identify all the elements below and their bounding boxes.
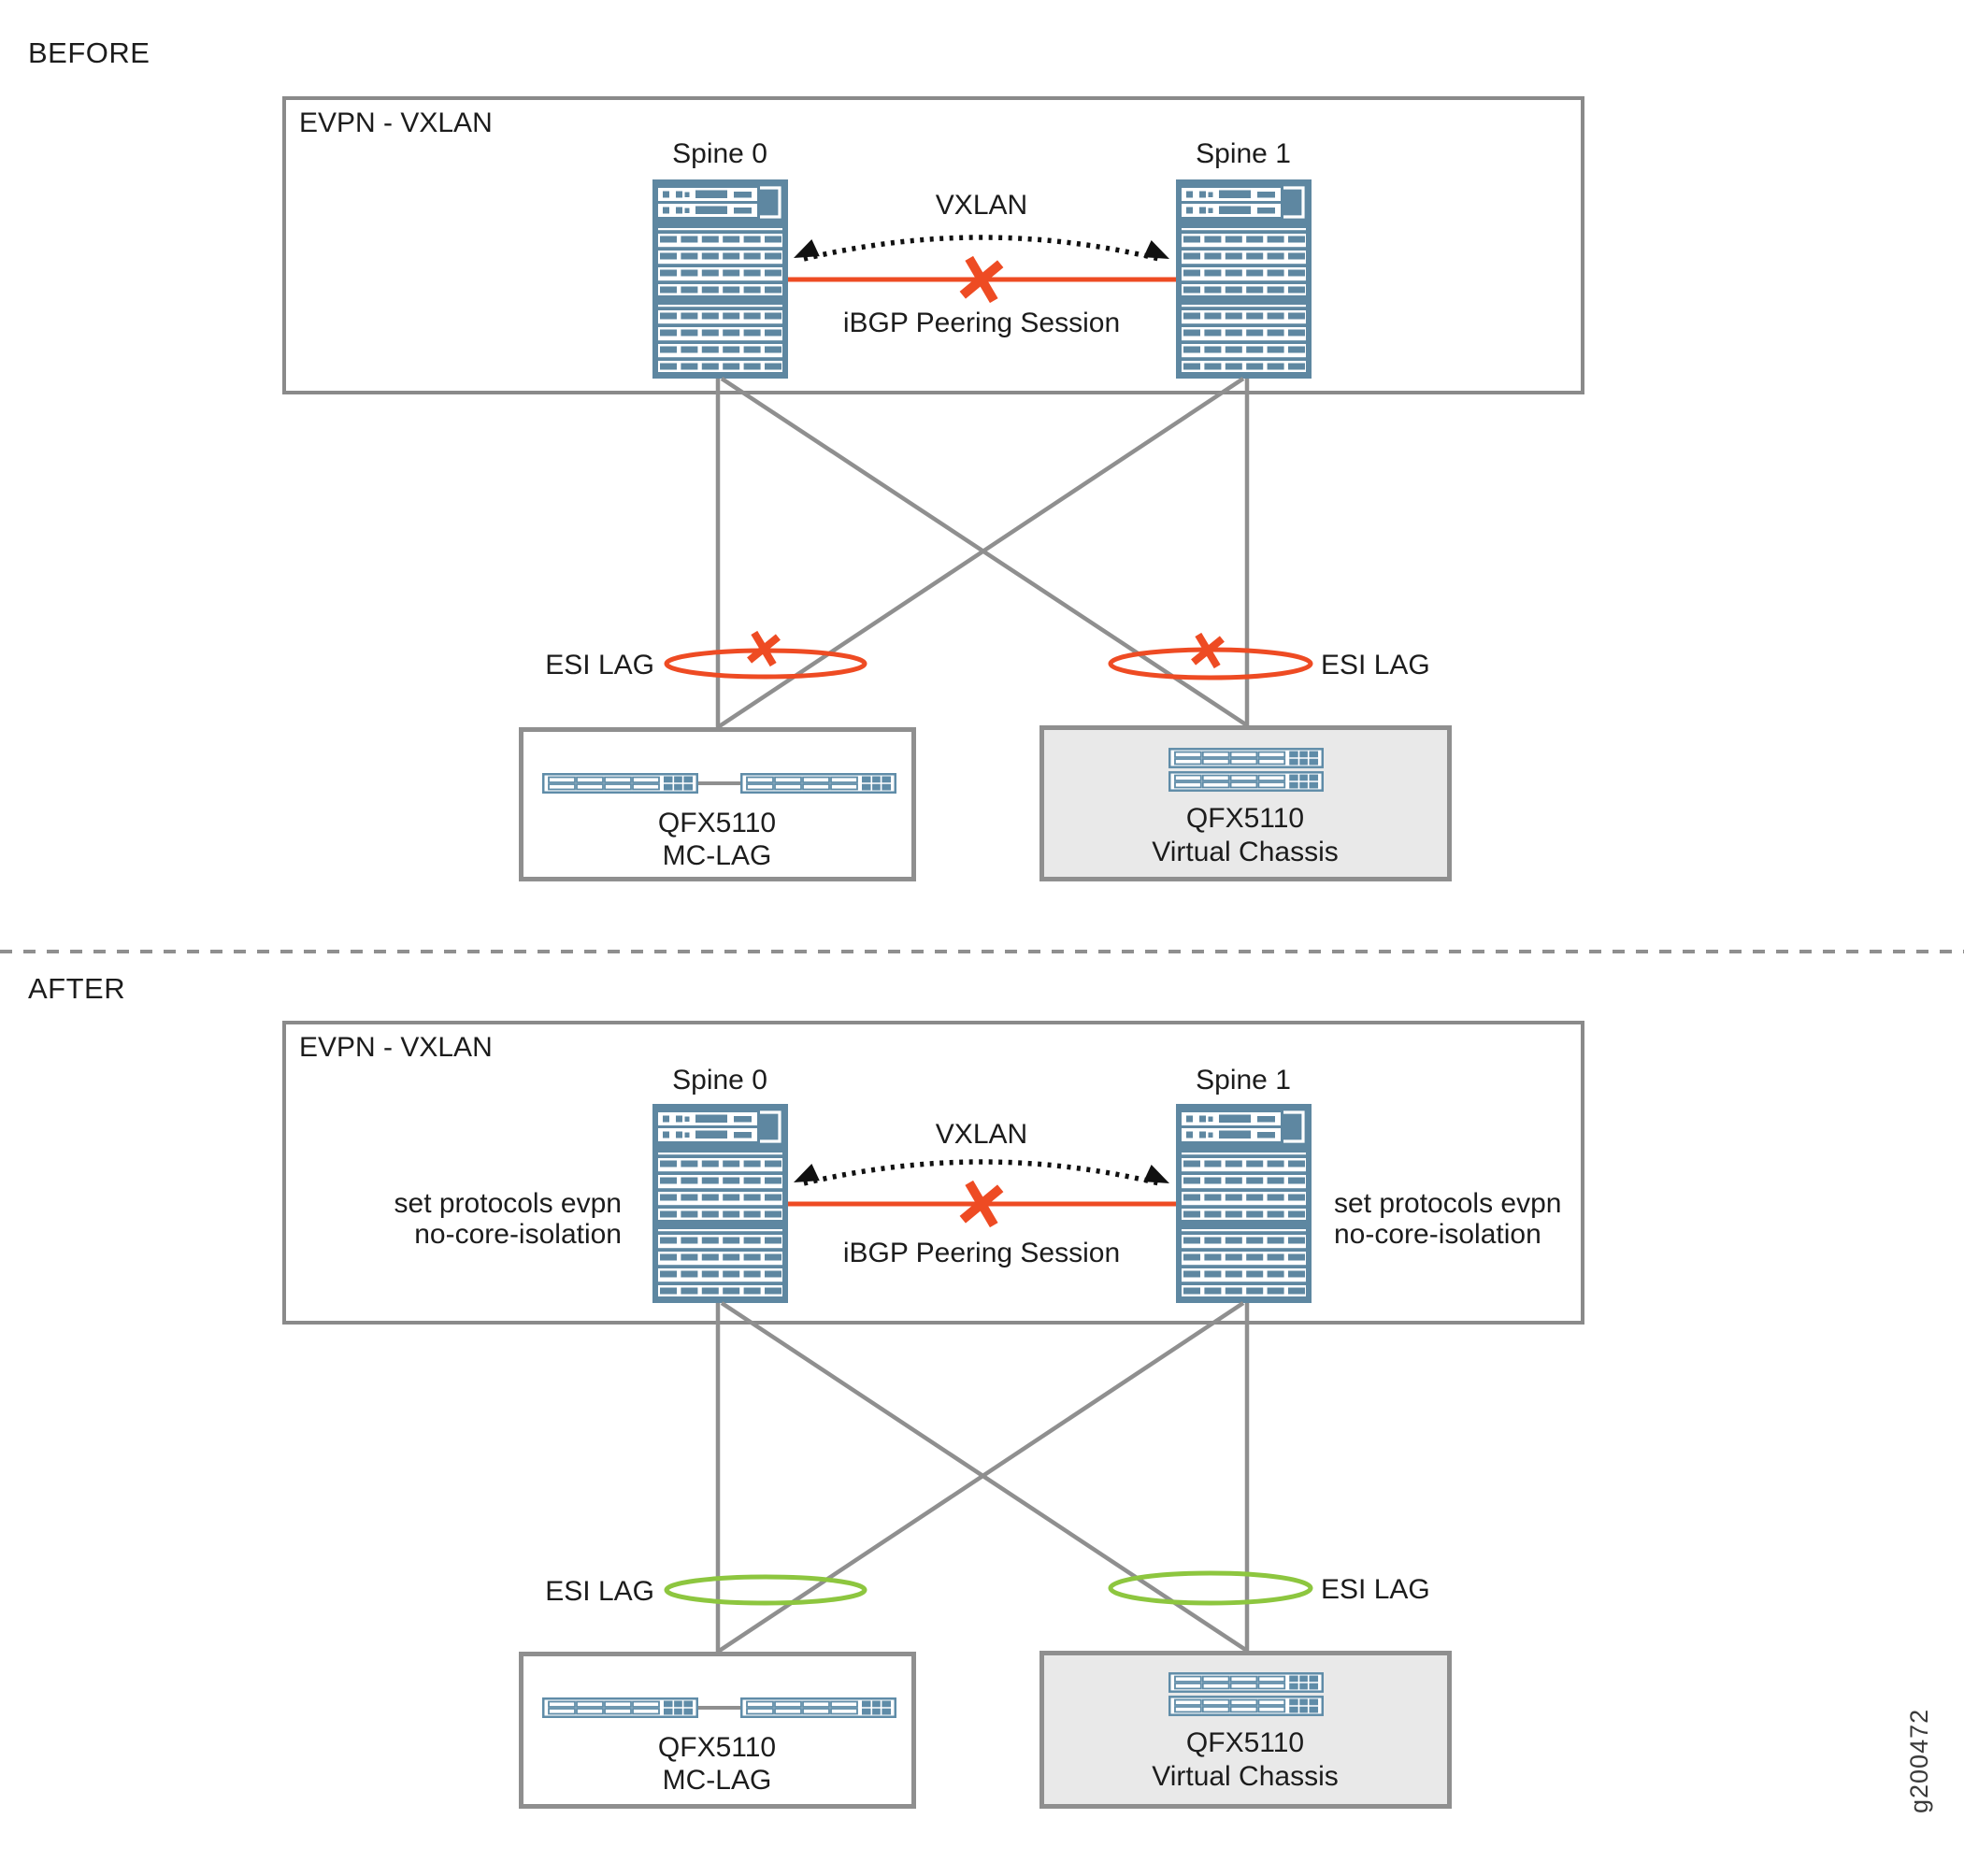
before-vc-switch2-icon — [1168, 771, 1324, 792]
before-vc-label-line2: Virtual Chassis — [1152, 837, 1339, 867]
before-spine0-label: Spine 0 — [672, 138, 767, 169]
before-ibgp-label: iBGP Peering Session — [842, 308, 1121, 338]
after-mclag-label-line2: MC-LAG — [662, 1765, 772, 1796]
before-mclag-label-line2: MC-LAG — [662, 840, 772, 871]
before-spine0-switch-icon — [652, 179, 788, 379]
after-spine1-label: Spine 1 — [1196, 1065, 1291, 1096]
before-mclag-label-line1: QFX5110 — [657, 808, 777, 838]
after-mclag-switch2-icon — [740, 1697, 896, 1718]
after-mclag-switch1-icon — [542, 1697, 698, 1718]
after-config-right-line2: no-core-isolation — [1334, 1219, 1541, 1250]
after-mclag-label-line1: QFX5110 — [657, 1732, 777, 1763]
after-evpn-vxlan-label: EVPN - VXLAN — [299, 1032, 493, 1063]
figure-id-label: g200472 — [1905, 1708, 1933, 1813]
after-esi-lag-right-label: ESI LAG — [1321, 1574, 1430, 1605]
before-link-spine1-mclag — [716, 377, 1245, 729]
after-link-spine1-mclag — [716, 1301, 1245, 1654]
after-vc-switch1-icon — [1168, 1672, 1324, 1693]
after-esi-lag-left-label: ESI LAG — [545, 1576, 654, 1607]
before-esi-lag-right-label: ESI LAG — [1321, 650, 1430, 680]
before-evpn-vxlan-label: EVPN - VXLAN — [299, 107, 493, 138]
before-esi-lag-left-label: ESI LAG — [545, 650, 654, 680]
after-vc-switch2-icon — [1168, 1696, 1324, 1716]
after-heading: AFTER — [28, 972, 126, 1005]
before-esi-lag-left-ellipse — [664, 648, 867, 680]
after-ibgp-label: iBGP Peering Session — [842, 1238, 1121, 1268]
after-evpn-vxlan-box — [282, 1021, 1584, 1325]
after-config-left-line1: set protocols evpn — [394, 1188, 622, 1219]
before-mclag-switch2-icon — [740, 773, 896, 794]
after-vc-label-line1: QFX5110 — [1185, 1727, 1305, 1758]
after-config-right-line1: set protocols evpn — [1334, 1188, 1562, 1219]
before-vc-label-line1: QFX5110 — [1185, 803, 1305, 834]
before-esi-right-failure-x-icon — [1191, 632, 1225, 669]
after-vc-label-line2: Virtual Chassis — [1152, 1761, 1339, 1792]
before-vc-switch1-icon — [1168, 748, 1324, 768]
before-heading: BEFORE — [28, 36, 151, 69]
after-vxlan-label: VXLAN — [935, 1119, 1028, 1150]
after-config-left-line2: no-core-isolation — [414, 1219, 622, 1250]
after-spine0-switch-icon — [652, 1104, 788, 1303]
before-evpn-vxlan-box — [282, 96, 1584, 394]
before-esi-lag-right-ellipse — [1108, 647, 1313, 680]
after-mclag-box — [519, 1652, 916, 1809]
before-esi-left-failure-x-icon — [747, 630, 781, 667]
before-vxlan-label: VXLAN — [935, 190, 1028, 221]
before-spine1-label: Spine 1 — [1196, 138, 1291, 169]
before-mclag-switch1-icon — [542, 773, 698, 794]
after-esi-lag-right-ellipse — [1108, 1570, 1313, 1606]
after-virtual-chassis-box — [1039, 1651, 1452, 1809]
before-link-spine0-vc — [720, 377, 1249, 727]
after-spine0-label: Spine 0 — [672, 1065, 767, 1096]
after-link-spine0-vc — [720, 1301, 1249, 1653]
before-spine1-switch-icon — [1176, 179, 1312, 379]
after-spine1-switch-icon — [1176, 1104, 1312, 1303]
before-mclag-box — [519, 727, 916, 881]
after-esi-lag-left-ellipse — [664, 1574, 867, 1606]
